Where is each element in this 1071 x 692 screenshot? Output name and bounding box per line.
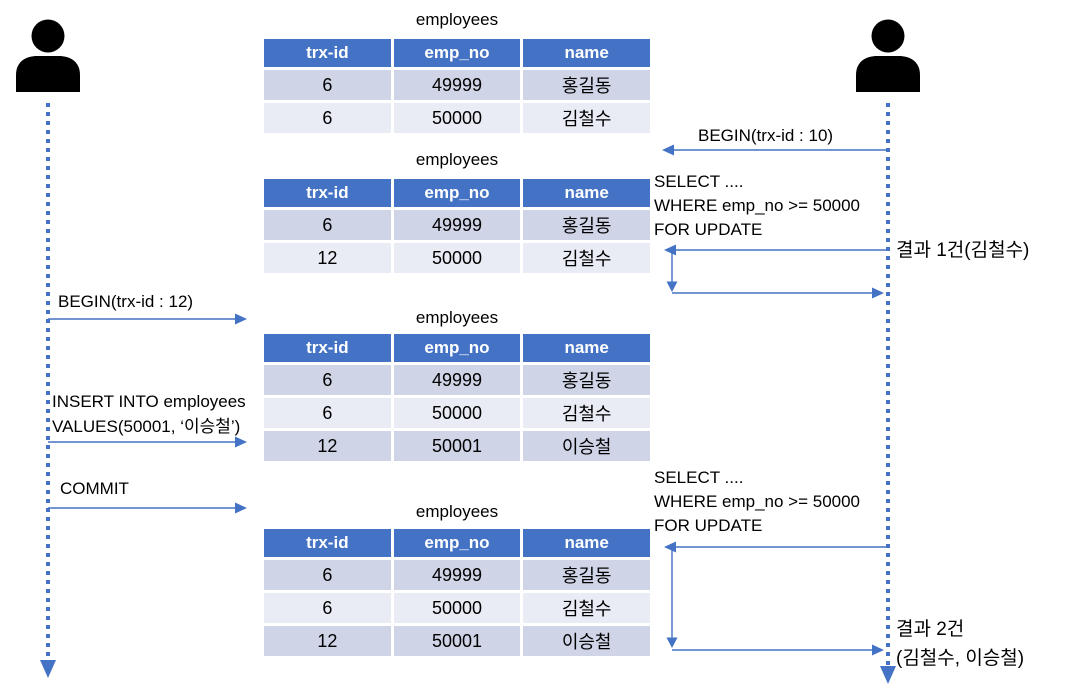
cell-trx-id: 12 xyxy=(264,626,391,656)
message-begin-trx10: BEGIN(trx-id : 10) xyxy=(698,126,834,145)
table1-employees: trx-id emp_no name 6 49999 홍길동 6 50000 김… xyxy=(261,36,653,136)
cell-trx-id: 6 xyxy=(264,70,391,100)
table-row: 12 50000 김철수 xyxy=(264,243,650,273)
col-header-emp-no: emp_no xyxy=(393,39,521,67)
message-result-1: 결과 1건(김철수) xyxy=(896,240,1030,261)
col-header-trx-id: trx-id xyxy=(264,529,391,557)
cell-trx-id: 12 xyxy=(264,431,391,461)
arrow-select1-request-return xyxy=(664,244,886,299)
cell-emp-no: 50001 xyxy=(393,431,521,461)
cell-name: 홍길동 xyxy=(523,365,650,395)
table4-header-row: trx-id emp_no name xyxy=(264,529,650,557)
table3-employees: trx-id emp_no name 6 49999 홍길동 6 50000 김… xyxy=(261,331,653,464)
cell-emp-no: 49999 xyxy=(393,210,521,240)
table2-employees: trx-id emp_no name 6 49999 홍길동 12 50000 … xyxy=(261,176,653,276)
message-begin-trx12: BEGIN(trx-id : 12) xyxy=(58,292,194,311)
cell-emp-no: 50000 xyxy=(393,593,521,623)
col-header-emp-no: emp_no xyxy=(393,334,521,362)
col-header-emp-no: emp_no xyxy=(393,529,521,557)
cell-trx-id: 6 xyxy=(264,398,391,428)
cell-trx-id: 6 xyxy=(264,103,391,133)
table-row: 12 50001 이승철 xyxy=(264,431,650,461)
cell-name: 홍길동 xyxy=(523,210,650,240)
table-row: 6 50000 김철수 xyxy=(264,103,650,133)
table3-header-row: trx-id emp_no name xyxy=(264,334,650,362)
table2-title: employees xyxy=(415,150,499,169)
arrow-commit xyxy=(48,502,247,514)
col-header-trx-id: trx-id xyxy=(264,334,391,362)
cell-trx-id: 12 xyxy=(264,243,391,273)
cell-trx-id: 6 xyxy=(264,365,391,395)
cell-emp-no: 49999 xyxy=(393,365,521,395)
arrow-select2-request-return xyxy=(664,541,886,656)
cell-name: 김철수 xyxy=(523,593,650,623)
cell-trx-id: 6 xyxy=(264,560,391,590)
table2-header-row: trx-id emp_no name xyxy=(264,179,650,207)
col-header-trx-id: trx-id xyxy=(264,179,391,207)
cell-emp-no: 49999 xyxy=(393,70,521,100)
table1-header-row: trx-id emp_no name xyxy=(264,39,650,67)
message-result-2: 결과 2건 (김철수, 이승철) xyxy=(896,619,1025,669)
cell-name: 김철수 xyxy=(523,103,650,133)
col-header-name: name xyxy=(523,179,650,207)
table-row: 6 50000 김철수 xyxy=(264,398,650,428)
cell-trx-id: 6 xyxy=(264,593,391,623)
cell-name: 김철수 xyxy=(523,243,650,273)
cell-emp-no: 50000 xyxy=(393,103,521,133)
right-actor-person-icon xyxy=(856,19,920,92)
right-lifeline xyxy=(880,103,896,684)
col-header-emp-no: emp_no xyxy=(393,179,521,207)
table-row: 6 49999 홍길동 xyxy=(264,365,650,395)
table4-employees: trx-id emp_no name 6 49999 홍길동 6 50000 김… xyxy=(261,526,653,659)
cell-name: 이승철 xyxy=(523,431,650,461)
left-actor-person-icon xyxy=(16,19,80,92)
col-header-name: name xyxy=(523,334,650,362)
arrow-begin-trx12 xyxy=(48,313,247,325)
cell-trx-id: 6 xyxy=(264,210,391,240)
col-header-name: name xyxy=(523,529,650,557)
cell-name: 김철수 xyxy=(523,398,650,428)
message-select-for-update-2: SELECT .... WHERE emp_no >= 50000 FOR UP… xyxy=(654,468,861,535)
cell-emp-no: 49999 xyxy=(393,560,521,590)
cell-emp-no: 50000 xyxy=(393,243,521,273)
table-row: 6 49999 홍길동 xyxy=(264,210,650,240)
col-header-trx-id: trx-id xyxy=(264,39,391,67)
table-row: 6 50000 김철수 xyxy=(264,593,650,623)
cell-emp-no: 50000 xyxy=(393,398,521,428)
cell-name: 홍길동 xyxy=(523,560,650,590)
table-row: 12 50001 이승철 xyxy=(264,626,650,656)
message-select-for-update-1: SELECT .... WHERE emp_no >= 50000 FOR UP… xyxy=(654,172,861,239)
col-header-name: name xyxy=(523,39,650,67)
table1-title: employees xyxy=(415,10,499,29)
table4-title: employees xyxy=(415,502,499,521)
cell-emp-no: 50001 xyxy=(393,626,521,656)
table-row: 6 49999 홍길동 xyxy=(264,560,650,590)
message-commit: COMMIT xyxy=(60,479,129,498)
table3-title: employees xyxy=(415,308,499,327)
cell-name: 이승철 xyxy=(523,626,650,656)
cell-name: 홍길동 xyxy=(523,70,650,100)
message-insert-into-employees: INSERT INTO employees VALUES(50001, ‘이승철… xyxy=(52,392,246,436)
table-row: 6 49999 홍길동 xyxy=(264,70,650,100)
